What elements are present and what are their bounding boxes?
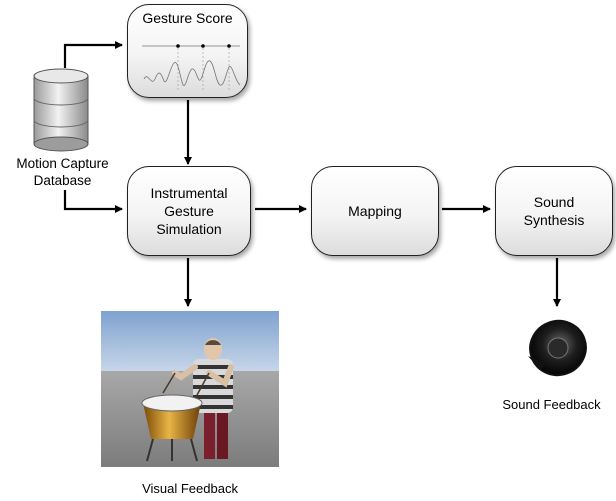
mapping-label: Mapping: [348, 203, 402, 219]
sound-synthesis-line2: Synthesis: [523, 212, 585, 228]
simulation-line3: Simulation: [156, 221, 222, 237]
arrow-database-to-gesture-score: [63, 41, 123, 68]
database-label-line1: Motion Capture: [16, 156, 109, 171]
mapping-node: Mapping: [311, 166, 439, 256]
database-label: Motion Capture Database: [0, 155, 125, 189]
sound-synthesis-node: Sound Synthesis: [495, 166, 613, 256]
timpani-player-render: [101, 311, 279, 467]
arrow-database-to-simulation: [63, 190, 123, 213]
database-label-line2: Database: [33, 173, 92, 188]
gesture-score-node: Gesture Score: [127, 4, 248, 98]
sound-synthesis-line1: Sound: [533, 194, 575, 210]
gesture-score-plot: [142, 44, 241, 91]
visual-feedback-label: Visual Feedback: [142, 481, 238, 496]
gesture-score-title: Gesture Score: [142, 10, 233, 26]
database-icon: [33, 68, 89, 152]
simulation-line1: Instrumental: [150, 185, 228, 201]
simulation-line2: Gesture: [164, 203, 214, 219]
speaker-icon: [528, 319, 587, 377]
instrumental-gesture-simulation-node: Instrumental Gesture Simulation: [127, 166, 251, 256]
sound-feedback-label: Sound Feedback: [502, 397, 601, 412]
